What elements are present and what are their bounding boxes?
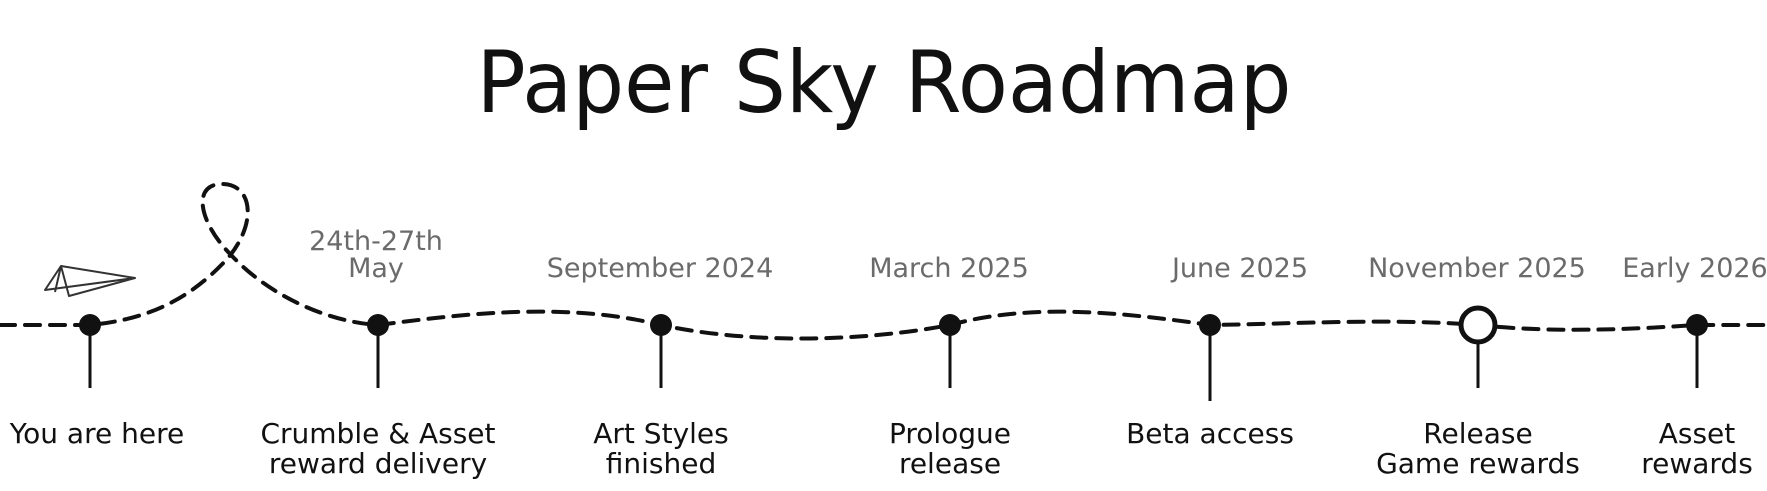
paper-plane-icon (44, 265, 136, 297)
milestone-marker (1686, 314, 1708, 336)
milestone-label: Release (1423, 417, 1532, 450)
milestone-label: Beta access (1126, 417, 1294, 450)
milestone-label: You are here (9, 417, 184, 450)
milestone-label: Asset (1659, 417, 1736, 450)
milestone-date: September 2024 (547, 253, 774, 284)
milestone-label: Art Styles (593, 417, 728, 450)
milestone-date: June 2025 (1170, 253, 1308, 284)
milestone-marker (79, 314, 101, 336)
milestone-date: March 2025 (869, 253, 1029, 284)
milestone-marker (650, 314, 672, 336)
milestone-date: November 2025 (1368, 253, 1586, 284)
milestone-label: finished (606, 447, 717, 480)
milestone-open-marker (1458, 305, 1498, 345)
milestone-label: release (899, 447, 1001, 480)
milestone-date: 24th-27th (309, 226, 443, 257)
milestone-label: reward delivery (269, 447, 487, 480)
milestone-label: Game rewards (1376, 447, 1580, 480)
milestone-label: Crumble & Asset (260, 417, 495, 450)
milestone-marker (939, 314, 961, 336)
milestone-label: Prologue (889, 417, 1011, 450)
milestone-marker (1199, 314, 1221, 336)
milestone-date: Early 2026 (1622, 253, 1767, 284)
milestone-marker (367, 314, 389, 336)
milestone-date: May (348, 253, 404, 284)
page-title: Paper Sky Roadmap (477, 33, 1292, 133)
milestone-label: rewards (1641, 447, 1753, 480)
